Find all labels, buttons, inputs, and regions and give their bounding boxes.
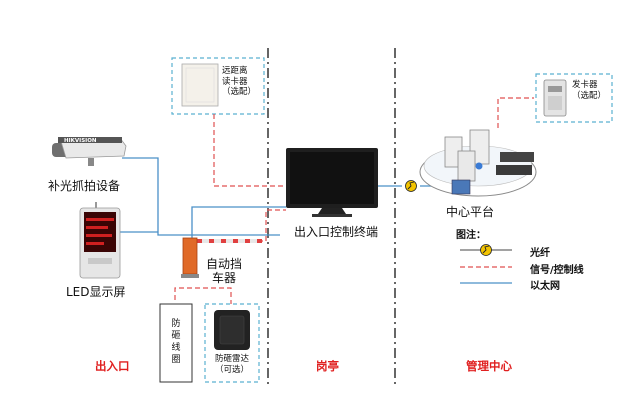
remote-reader-device [181, 63, 219, 107]
legend-title: 图注： [456, 230, 486, 241]
barrier-device [181, 237, 262, 278]
terminal-device [286, 148, 378, 217]
remote-reader-label: 远距离 读卡器 （选配） [222, 66, 257, 98]
zone-booth: 岗亭 [316, 359, 339, 373]
legend-symbols [460, 244, 512, 284]
camera-label: 补光抓拍设备 [48, 179, 121, 193]
ethernet-lines [120, 157, 448, 248]
camera-device [52, 137, 127, 166]
radar-label: 防砸雷达 （可选） [214, 354, 249, 375]
loop-label: 防 砸 线 圈 [171, 319, 181, 366]
camera-brand-text: HIKVISION [64, 138, 97, 144]
zone-entrance: 出入口 [95, 359, 130, 373]
fiber-link-icon [405, 180, 417, 192]
barrier-label: 自动挡 车器 [206, 257, 243, 285]
loop-box [159, 303, 193, 383]
card-issuer-box [535, 73, 613, 123]
radar-device [214, 310, 250, 350]
card-issuer-device [543, 79, 567, 117]
led-screen-device [79, 202, 121, 279]
remote-reader-box [171, 57, 265, 115]
terminal-label: 出入口控制终端 [294, 225, 379, 239]
legend-ethernet-label: 以太网 [530, 281, 560, 292]
legend-signal-label: 信号/控制线 [530, 265, 584, 276]
radar-box [204, 303, 260, 383]
platform-device [419, 129, 537, 197]
led-screen-label: LED显示屏 [66, 285, 126, 299]
platform-label: 中心平台 [446, 205, 495, 219]
card-issuer-label: 发卡器 （选配） [572, 80, 607, 101]
zone-center: 管理中心 [466, 359, 512, 373]
legend-fiber-label: 光纤 [530, 248, 550, 259]
